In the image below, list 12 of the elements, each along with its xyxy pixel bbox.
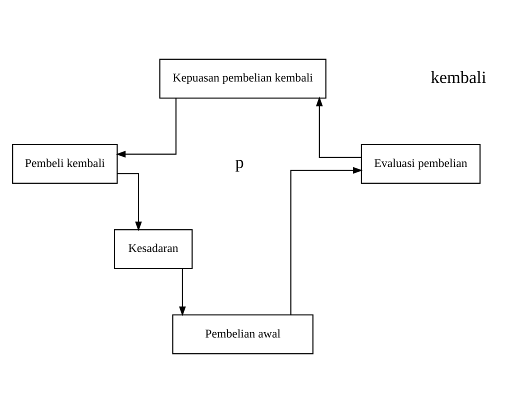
arrow [179, 268, 186, 316]
node-box: Pembelian awal [172, 314, 314, 354]
arrow [116, 98, 177, 158]
arrow [290, 166, 363, 314]
label: p [235, 152, 244, 172]
node-box: Pembeli kembali [12, 143, 118, 184]
arrow [117, 172, 142, 231]
node-box: Kesadaran [114, 228, 193, 269]
label: kembali [430, 67, 486, 86]
node-box: Evaluasi pembelian [360, 143, 481, 184]
node-box: Kepuasan pembelian kembali [159, 58, 326, 98]
arrow [316, 96, 362, 158]
